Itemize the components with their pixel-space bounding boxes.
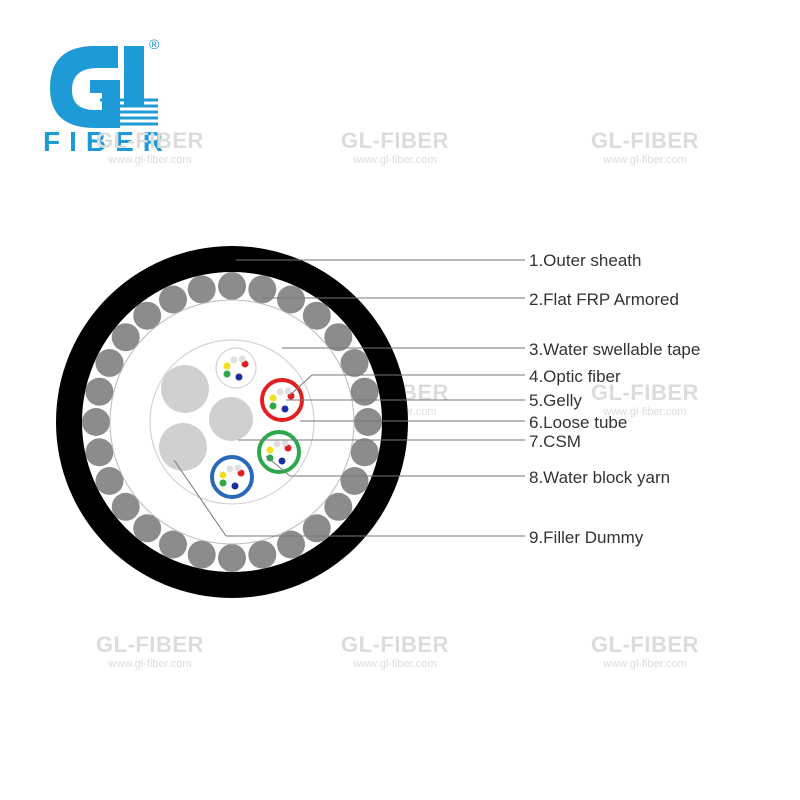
optic-fiber bbox=[223, 362, 231, 370]
loose-tube-wall bbox=[215, 347, 257, 389]
optic-fiber bbox=[273, 440, 281, 448]
frp-armor-rod bbox=[302, 514, 331, 543]
leader-line-4a bbox=[289, 374, 313, 396]
optic-fiber bbox=[276, 388, 284, 396]
frp-armor-rod bbox=[159, 285, 187, 314]
frp-armor-rod bbox=[85, 377, 114, 406]
frp-armor-rod bbox=[277, 530, 305, 559]
optic-fiber bbox=[269, 394, 277, 402]
loose-tube-wall bbox=[210, 455, 254, 499]
label-gelly: 5.Gelly bbox=[529, 391, 582, 410]
optic-fiber bbox=[281, 439, 289, 447]
watermark-title: GL-FIBER bbox=[591, 632, 699, 657]
filler-dummy bbox=[159, 423, 207, 471]
optic-fiber bbox=[269, 402, 277, 410]
watermark-url: www.gl-fiber.com bbox=[603, 154, 687, 166]
label-filler-dummy: 9.Filler Dummy bbox=[529, 528, 644, 547]
frp-armor-rod bbox=[95, 467, 124, 495]
flat-frp-armor-ring bbox=[82, 272, 382, 572]
frp-armor-rod bbox=[85, 438, 114, 467]
frp-armor-rod bbox=[248, 275, 277, 304]
watermark-title: GL-FIBER bbox=[96, 128, 204, 153]
frp-armor-rod bbox=[350, 438, 379, 467]
label-optic-fiber: 4.Optic fiber bbox=[529, 367, 621, 386]
watermark-title: GL-FIBER bbox=[341, 632, 449, 657]
watermark-url: www.gl-fiber.com bbox=[353, 658, 437, 670]
label-csm: 7.CSM bbox=[529, 432, 581, 451]
watermark-title: GL-FIBER bbox=[591, 128, 699, 153]
frp-armor-rod bbox=[95, 349, 124, 377]
leader-line-8a bbox=[265, 455, 291, 477]
frp-armor-rod bbox=[111, 323, 140, 352]
watermark-url: www.gl-fiber.com bbox=[108, 658, 192, 670]
frp-armor-rod bbox=[248, 540, 277, 569]
optic-fiber bbox=[223, 370, 231, 378]
frp-armor-rod bbox=[82, 408, 110, 436]
frp-armor-rod bbox=[340, 349, 369, 377]
gl-logo-icon bbox=[50, 46, 158, 128]
watermark-title: GL-FIBER bbox=[591, 380, 699, 405]
frp-armor-rod bbox=[133, 514, 162, 543]
leader-line-9a bbox=[173, 459, 227, 537]
frp-armor-rod bbox=[218, 544, 246, 572]
optic-fiber bbox=[219, 479, 227, 487]
optic-fiber bbox=[226, 465, 234, 473]
optic-fiber bbox=[234, 464, 242, 472]
label-water-block-yarn: 8.Water block yarn bbox=[529, 468, 670, 487]
optic-fiber bbox=[231, 482, 239, 490]
label-outer-sheath: 1.Outer sheath bbox=[529, 251, 641, 270]
frp-armor-rod bbox=[350, 377, 379, 406]
registered-mark: ® bbox=[149, 36, 160, 52]
loose-tubes bbox=[210, 347, 304, 499]
label-flat-frp-armored: 2.Flat FRP Armored bbox=[529, 290, 679, 309]
label-loose-tube: 6.Loose tube bbox=[529, 413, 627, 432]
frp-armor-rod bbox=[187, 275, 216, 304]
brand-name: FIBER bbox=[43, 126, 172, 157]
watermark-url: www.gl-fiber.com bbox=[353, 154, 437, 166]
leader-lines bbox=[173, 259, 525, 537]
watermark-url: www.gl-fiber.com bbox=[603, 406, 687, 418]
optic-fiber bbox=[266, 454, 274, 462]
frp-armor-rod bbox=[187, 540, 216, 569]
loose-tube-green bbox=[257, 430, 301, 474]
watermark-title: GL-FIBER bbox=[341, 128, 449, 153]
optic-fiber bbox=[219, 471, 227, 479]
loose-tube-blue bbox=[210, 455, 254, 499]
loose-tube-wall bbox=[257, 430, 301, 474]
loose-tube-red bbox=[260, 378, 304, 422]
watermark-url: www.gl-fiber.com bbox=[603, 658, 687, 670]
frp-armor-rod bbox=[324, 323, 353, 352]
frp-armor-rod bbox=[302, 301, 331, 330]
frp-armor-rod bbox=[277, 285, 305, 314]
watermark-url: www.gl-fiber.com bbox=[108, 154, 192, 166]
watermark-title: GL-FIBER bbox=[96, 632, 204, 657]
frp-armor-rod bbox=[324, 492, 353, 521]
optic-fiber bbox=[238, 355, 246, 363]
optic-fiber bbox=[266, 446, 274, 454]
frp-armor-rod bbox=[354, 408, 382, 436]
frp-armor-rod bbox=[133, 301, 162, 330]
optic-fiber bbox=[278, 457, 286, 465]
optic-fiber bbox=[284, 387, 292, 395]
label-water-swellable-tape: 3.Water swellable tape bbox=[529, 340, 700, 359]
frp-armor-rod bbox=[111, 492, 140, 521]
optic-fiber bbox=[281, 405, 289, 413]
csm-center-member bbox=[209, 397, 253, 441]
frp-armor-rod bbox=[218, 272, 246, 300]
frp-armor-rod bbox=[159, 530, 187, 559]
optic-fiber bbox=[235, 373, 243, 381]
frp-armor-rod bbox=[340, 467, 369, 495]
loose-tube-white bbox=[215, 347, 257, 389]
filler-dummy bbox=[161, 365, 209, 413]
optic-fiber bbox=[230, 356, 238, 364]
